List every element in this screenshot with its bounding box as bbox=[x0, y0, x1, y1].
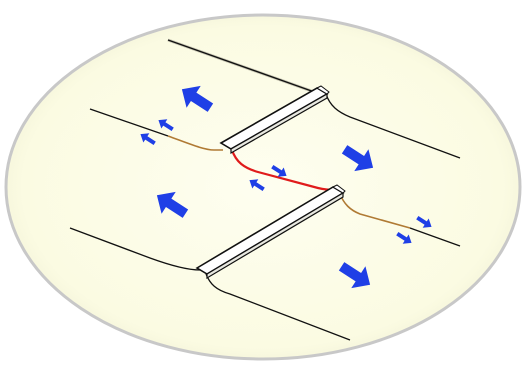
lower-left-trace bbox=[69, 227, 201, 271]
upper-ridge-segment bbox=[219, 85, 330, 155]
upper-left-tail-trace bbox=[89, 108, 223, 151]
lower-ridge-segment bbox=[195, 184, 346, 280]
motion-arrow-large-lower-left-icon bbox=[156, 191, 189, 218]
motion-arrow-small-lower-right-b-icon bbox=[396, 231, 412, 244]
motion-arrow-small-upper-left-b-icon bbox=[140, 133, 156, 146]
motion-arrow-large-lower-right-icon bbox=[338, 262, 371, 289]
motion-arrow-small-fault-right-icon bbox=[271, 164, 287, 177]
motion-arrow-large-upper-left-icon bbox=[181, 85, 214, 112]
motion-arrow-small-upper-left-a-icon bbox=[158, 119, 174, 132]
motion-arrow-large-upper-right-icon bbox=[341, 145, 374, 172]
motion-arrows bbox=[140, 85, 432, 289]
motion-arrow-small-fault-left-icon bbox=[249, 179, 265, 192]
upper-left-trace bbox=[167, 38, 321, 96]
motion-arrow-small-lower-right-a-icon bbox=[416, 215, 432, 228]
